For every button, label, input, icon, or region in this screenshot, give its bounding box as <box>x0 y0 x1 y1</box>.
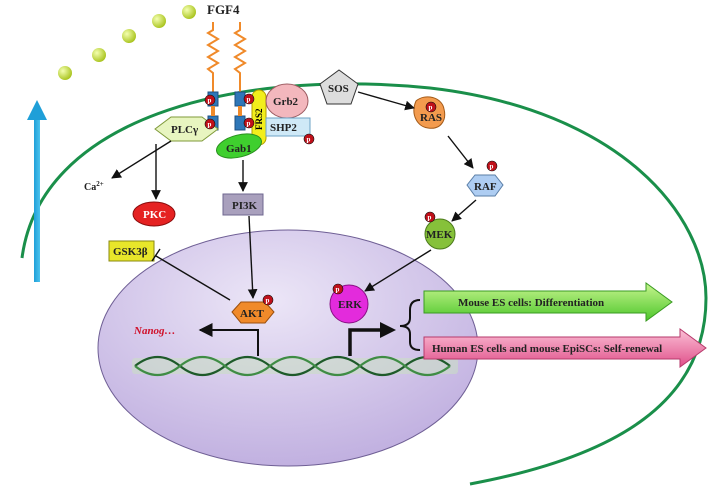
phospho-mark: p <box>425 101 437 113</box>
akt-node <box>231 301 275 324</box>
outcome-brace <box>399 299 421 351</box>
fgf4-ligand-dots <box>58 5 196 80</box>
svg-text:p: p <box>247 96 251 104</box>
calcium-base: Ca <box>84 182 96 193</box>
phospho-mark: p <box>204 94 216 106</box>
arrow-raf-to-mek <box>451 199 477 222</box>
mek-node <box>424 218 456 250</box>
svg-text:p: p <box>429 104 433 112</box>
erk-transcription-arrowhead <box>380 322 396 338</box>
svg-text:p: p <box>208 97 212 105</box>
phospho-marks: p p p p p <box>204 93 315 145</box>
sos-node <box>319 69 359 105</box>
arrow-sos-to-ras <box>357 91 415 111</box>
svg-text:p: p <box>336 286 340 294</box>
human-outcome-arrow: Human ES cells and mouse EpiSCs: Self-re… <box>423 328 707 368</box>
arrow-plcg-to-ca <box>111 140 172 179</box>
ligand-dot <box>152 14 166 28</box>
arrow-ras-to-raf <box>447 135 474 169</box>
arrow-pi3k-to-akt <box>247 215 258 299</box>
pi3k-node <box>222 193 264 216</box>
signaling-arrows <box>111 91 477 356</box>
phospho-mark: p <box>243 93 255 105</box>
fgf-receptor <box>206 22 247 92</box>
mouse-outcome-label: Mouse ES cells: Differentiation <box>458 297 604 309</box>
erk-transcription-arrow <box>348 328 384 356</box>
dna-helix <box>132 355 458 377</box>
gsk3b-node <box>108 240 155 262</box>
svg-text:p: p <box>247 120 251 128</box>
phospho-mark: p <box>262 294 274 306</box>
gab1-node <box>216 133 262 159</box>
blue-upward-arrow <box>27 100 47 282</box>
phospho-mark: p <box>486 160 498 172</box>
phospho-mark: p <box>303 133 315 145</box>
fgf4-label: FGF4 <box>207 2 240 17</box>
pkc-node <box>132 201 176 227</box>
gsk3b-label: GSK3β <box>113 246 148 258</box>
frs2-label: FRS2 <box>254 108 264 130</box>
grb2-label: Grb2 <box>273 96 299 108</box>
shp2-node <box>265 117 311 137</box>
calcium-ion-label: Ca2+ <box>84 180 104 193</box>
raf-label: RAF <box>474 181 497 193</box>
phospho-mark: p <box>424 211 436 223</box>
human-outcome-label: Human ES cells and mouse EpiSCs: Self-re… <box>432 343 662 355</box>
mouse-outcome-arrow: Mouse ES cells: Differentiation <box>423 282 673 322</box>
ras-label: RAS <box>420 112 442 124</box>
inhibition-akt-gsk3b <box>151 248 231 301</box>
nanog-gene-label: Nanog… <box>133 325 176 337</box>
pi3k-label: PI3K <box>232 200 258 212</box>
arrow-mek-to-erk <box>364 249 432 292</box>
nucleus <box>97 229 479 467</box>
ligand-dot <box>182 5 196 19</box>
akt-label: AKT <box>240 308 265 320</box>
ligand-dot <box>58 66 72 80</box>
erk-label: ERK <box>338 299 362 311</box>
phospho-mark: p <box>332 283 344 295</box>
erk-node <box>329 284 369 324</box>
svg-text:p: p <box>208 121 212 129</box>
gab1-label: Gab1 <box>226 143 252 155</box>
shp2-label: SHP2 <box>270 122 297 134</box>
phospho-marks-downstream: p p p p p <box>262 101 498 306</box>
phospho-mark: p <box>204 118 216 130</box>
mek-label: MEK <box>426 229 453 241</box>
cell-membrane <box>20 82 708 486</box>
plcg-label: PLCγ <box>171 124 198 136</box>
ras-node <box>413 96 446 129</box>
sos-label: SOS <box>328 83 349 95</box>
svg-text:p: p <box>490 163 494 171</box>
svg-text:p: p <box>307 136 311 144</box>
svg-text:p: p <box>266 297 270 305</box>
phospho-mark: p <box>243 117 255 129</box>
pkc-label: PKC <box>143 209 166 221</box>
arrow-akt-to-nanog <box>198 323 259 356</box>
raf-node <box>466 174 504 197</box>
ligand-dot <box>122 29 136 43</box>
calcium-charge: 2+ <box>96 180 104 188</box>
ligand-dot <box>92 48 106 62</box>
svg-text:p: p <box>428 214 432 222</box>
